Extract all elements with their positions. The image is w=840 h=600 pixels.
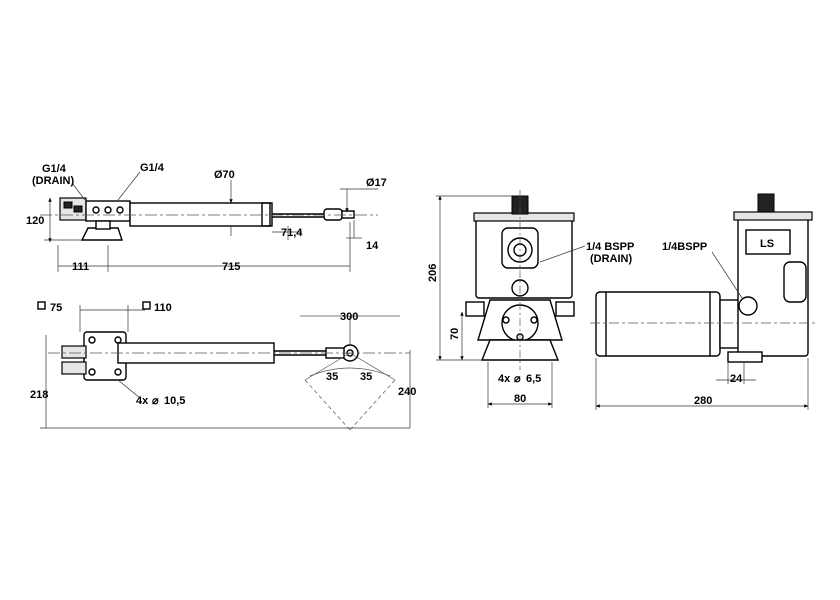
mount-base xyxy=(80,227,123,241)
port-circle xyxy=(116,206,124,214)
label-218: 218 xyxy=(30,389,48,401)
label-g14: G1/4 xyxy=(140,162,165,174)
fitting xyxy=(63,201,73,209)
square-symbol xyxy=(37,301,46,310)
label-diameter-17: Ø17 xyxy=(366,177,387,189)
label-300: 300 xyxy=(340,311,358,323)
label-4x-front: 4x xyxy=(498,373,511,385)
brand-logo: LS xyxy=(760,238,774,250)
pump-front-view xyxy=(436,190,586,408)
label-4x-holes: 4x xyxy=(136,395,149,407)
adapter xyxy=(719,299,741,349)
label-g14-drain: G1/4 xyxy=(42,163,67,175)
swing-arc xyxy=(309,367,391,377)
top-valve xyxy=(61,361,87,375)
port-circle xyxy=(92,206,100,214)
mount-hole xyxy=(88,336,96,344)
bolt xyxy=(502,316,510,324)
label-drain: (DRAIN) xyxy=(32,175,74,187)
swing-line xyxy=(304,379,351,431)
mount-hole xyxy=(88,368,96,376)
cylinder-side-view xyxy=(40,171,378,272)
bolt xyxy=(530,316,538,324)
label-10-5: 10,5 xyxy=(164,395,185,407)
diameter-symbol-2: ⌀ xyxy=(514,373,521,385)
sight-glass xyxy=(783,261,807,303)
label-plate xyxy=(745,229,791,255)
label-35-right: 35 xyxy=(360,371,372,383)
rod-eye xyxy=(341,210,355,219)
label-80: 80 xyxy=(514,393,526,405)
side-fitting xyxy=(555,301,575,317)
swing-line xyxy=(349,379,396,431)
mount-hole xyxy=(114,368,122,376)
label-bspp-drain: 1/4 BSPP xyxy=(586,241,634,253)
cylinder-barrel xyxy=(129,202,271,227)
side-filler-cap xyxy=(757,193,775,213)
label-14bspp: 1/4BSPP xyxy=(662,241,707,253)
leader-line xyxy=(117,171,141,201)
fitting xyxy=(73,205,83,213)
mount-neck xyxy=(95,220,111,230)
label-14: 14 xyxy=(366,240,379,252)
label-24: 24 xyxy=(730,373,743,385)
port-circle xyxy=(104,206,112,214)
label-71-4: 71,4 xyxy=(281,227,303,239)
side-fitting xyxy=(465,301,485,317)
motor-can xyxy=(595,291,721,357)
label-206: 206 xyxy=(427,264,439,282)
swing-line xyxy=(349,352,396,381)
rod-end xyxy=(323,208,343,221)
port-fitting xyxy=(738,296,758,316)
label-drain-2: (DRAIN) xyxy=(590,253,632,265)
label-110: 110 xyxy=(154,302,172,314)
leader-line xyxy=(71,182,86,201)
side-foot xyxy=(727,351,763,363)
diameter-symbol: ⌀ xyxy=(152,395,159,407)
label-35-left: 35 xyxy=(326,371,338,383)
leader-line xyxy=(539,245,586,263)
leader-line xyxy=(117,379,141,399)
label-120: 120 xyxy=(26,215,44,227)
label-diameter-70: Ø70 xyxy=(214,169,235,181)
side-lid xyxy=(733,211,813,221)
label-240: 240 xyxy=(398,386,416,398)
label-70: 70 xyxy=(449,328,461,340)
cylinder-top-view xyxy=(37,301,411,431)
label-75: 75 xyxy=(50,302,62,314)
label-280: 280 xyxy=(694,395,712,407)
top-valve xyxy=(61,345,87,359)
label-715: 715 xyxy=(222,261,240,273)
pump-side-view: LS xyxy=(590,193,815,410)
square-symbol xyxy=(142,301,151,310)
leader-line xyxy=(711,251,743,299)
label-6-5: 6,5 xyxy=(526,373,541,385)
swing-line xyxy=(304,352,351,381)
label-111: 111 xyxy=(72,261,89,273)
